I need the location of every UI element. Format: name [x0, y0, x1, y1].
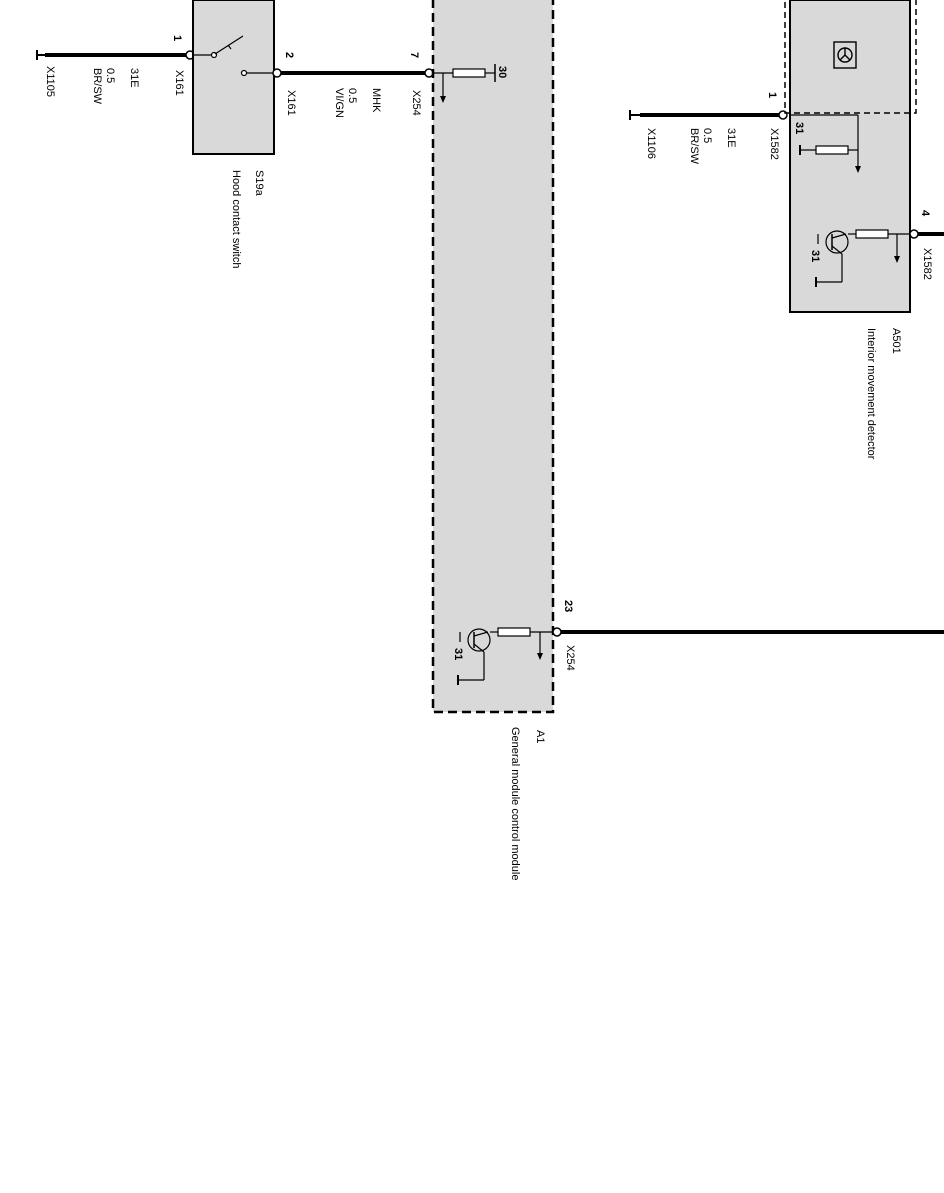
imd-id: A501: [890, 328, 902, 354]
connector-x254-pin23: [552, 627, 562, 637]
ground-right-connector: X1106: [645, 128, 657, 159]
ground-right-terminal: 31E: [725, 128, 737, 148]
wire-mhk-color: VI/GN: [333, 88, 345, 118]
imd-pin-4: 4: [919, 210, 931, 217]
hood-switch-pin-2: 2: [283, 52, 295, 58]
ground-left-gauge: 0.5: [104, 68, 116, 83]
ground-right-gauge: 0.5: [701, 128, 713, 143]
imd-dashed-top: [784, 0, 917, 114]
hood-switch-connector-out: X161: [285, 90, 297, 116]
hood-switch-pin-1: 1: [171, 35, 183, 41]
motion-sensor-icon: [833, 41, 857, 69]
gm-pullup-circuit: [433, 64, 496, 103]
ground-right: [629, 110, 640, 120]
gm-connector-top: X254: [410, 90, 422, 116]
gm-transistor-circuit: [457, 627, 553, 685]
ground-left: [36, 50, 45, 60]
gm-box: [433, 0, 553, 712]
ground-left-connector: X1105: [44, 66, 56, 97]
wire-mhk-gauge: 0.5: [346, 88, 358, 103]
imd-pin-1: 1: [766, 92, 778, 98]
gm-connector-bottom: X254: [564, 645, 576, 671]
imd-term-31a: 31: [793, 122, 805, 134]
gm-pin-7: 7: [408, 52, 420, 58]
imd-connector-top: X1582: [768, 128, 780, 160]
gm-pin-23: 23: [562, 600, 574, 612]
gm-term-31: 31: [452, 648, 464, 660]
hood-switch-connector-in: X161: [173, 70, 185, 96]
imd-name: Interior movement detector: [865, 328, 877, 460]
connector-x1582-pin4: [909, 229, 919, 239]
ground-left-color: BR/SW: [91, 68, 103, 105]
gm-name: General module control module: [509, 727, 521, 880]
ground-right-color: BR/SW: [688, 128, 700, 165]
hood-switch-symbol: [194, 35, 273, 77]
connector-x161-pin2: [272, 68, 282, 78]
hood-switch-box: [192, 0, 275, 155]
gm-term-30: 30: [496, 66, 508, 78]
ground-left-terminal: 31E: [128, 68, 140, 88]
hood-switch-name: Hood contact switch: [230, 170, 242, 268]
wire-mhk-signal: MHK: [370, 88, 382, 113]
connector-x1582-pin1: [778, 110, 788, 120]
imd-term-31b: 31: [809, 250, 821, 262]
hood-switch-id: S19a: [253, 170, 265, 197]
imd-transistor-circuit: [815, 229, 910, 287]
imd-ground-circuit: [790, 114, 861, 173]
imd-connector-right: X1582: [921, 248, 933, 280]
gm-box-border: [431, 0, 555, 714]
gm-id: A1: [534, 730, 546, 743]
